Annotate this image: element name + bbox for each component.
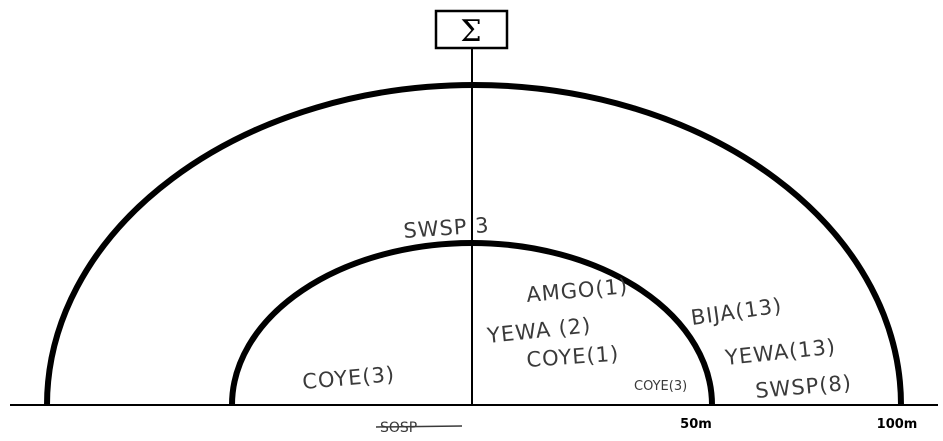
sigma-symbol: Σ (460, 14, 481, 49)
note-swsp-outer: SWSP(8) (754, 371, 853, 403)
note-bija: BIJA(13) (689, 293, 783, 330)
note-sosp-crossed-out: SOSP (375, 420, 463, 436)
note-coye-inner: COYE(1) (526, 342, 620, 372)
note-coye-edge: COYE(3) (634, 379, 687, 394)
note-yewa-inner: YEWA (2) (485, 313, 592, 348)
outer-ring-100m (44, 82, 904, 406)
note-swsp-top: SWSP 3 (403, 213, 491, 243)
scale-label-100m: 100m (877, 417, 918, 432)
note-sosp: SOSP (380, 420, 417, 436)
sigma-box: Σ (434, 9, 509, 50)
scale-label-50m: 50m (680, 417, 712, 432)
note-amgo: AMGO(1) (525, 274, 629, 307)
note-yewa-outer: YEWA(13) (723, 334, 837, 370)
note-coye-left: COYE(3) (301, 362, 396, 394)
